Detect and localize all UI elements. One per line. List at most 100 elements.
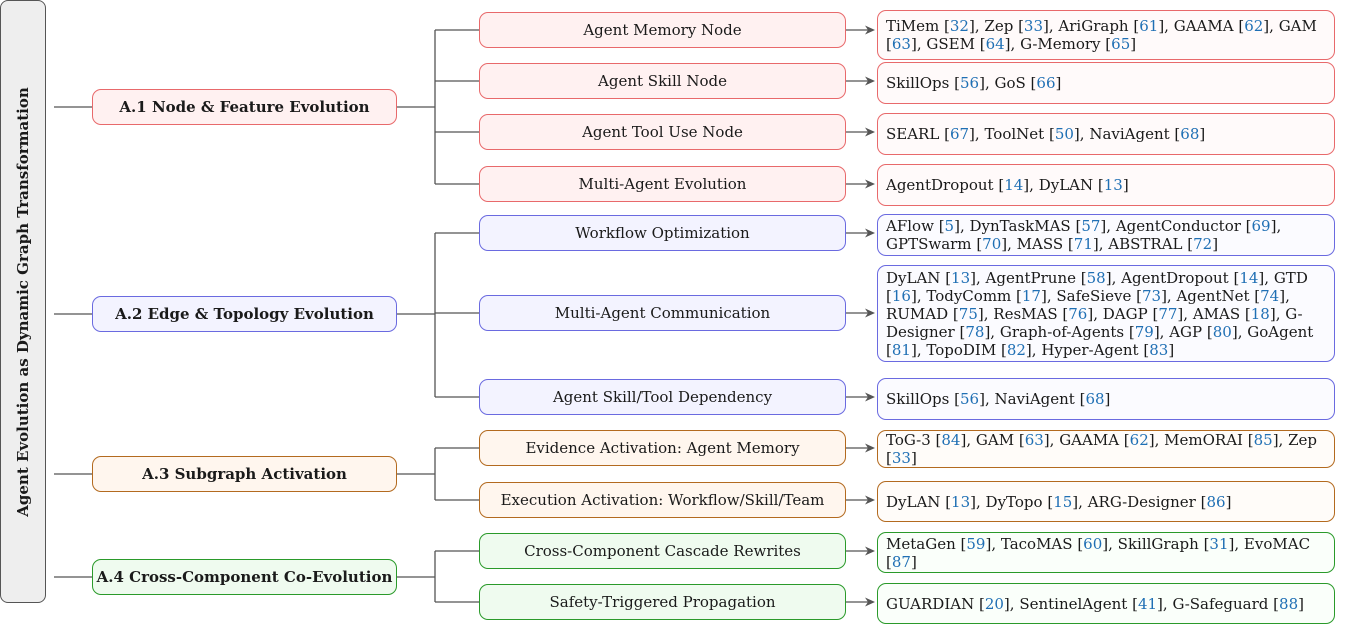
citation-link[interactable]: 32 bbox=[949, 17, 969, 35]
citation-link[interactable]: 15 bbox=[1053, 492, 1073, 511]
citation-link[interactable]: 62 bbox=[1129, 431, 1149, 449]
citation-link[interactable]: 56 bbox=[959, 74, 980, 92]
citation-link[interactable]: 70 bbox=[982, 235, 1002, 253]
reference-name: DynTaskMAS bbox=[969, 217, 1071, 235]
citation-link[interactable]: 5 bbox=[944, 217, 955, 235]
citation-link[interactable]: 20 bbox=[984, 594, 1004, 613]
citation-link[interactable]: 83 bbox=[1149, 340, 1169, 359]
subcategory-label: Evidence Activation: Agent Memory bbox=[525, 439, 800, 457]
citation-link[interactable]: 61 bbox=[1139, 17, 1159, 35]
reference-entry: TacoMAS [60], bbox=[1000, 534, 1118, 553]
category-label: A.1 Node & Feature Evolution bbox=[119, 98, 370, 116]
reference-name: AMAS bbox=[1192, 304, 1241, 323]
subcategory-node: Agent Tool Use Node bbox=[479, 114, 846, 150]
subcategory-node: Safety-Triggered Propagation bbox=[479, 584, 846, 620]
reference-entry: AgentNet [74], bbox=[1176, 286, 1290, 305]
arrow-head bbox=[865, 179, 875, 189]
reference-name: GAAMA bbox=[1059, 431, 1120, 449]
citation-link[interactable]: 56 bbox=[959, 390, 980, 408]
citation-link[interactable]: 16 bbox=[891, 286, 911, 305]
citation-link[interactable]: 78 bbox=[965, 322, 985, 341]
citation-link[interactable]: 73 bbox=[1141, 286, 1162, 305]
citation-link[interactable]: 13 bbox=[951, 492, 971, 511]
reference-name: SkillOps bbox=[886, 74, 950, 92]
reference-list-text: DyLAN [13], AgentPrune [58], AgentDropou… bbox=[886, 269, 1326, 359]
reference-name: NaviAgent bbox=[1089, 125, 1170, 143]
citation-link[interactable]: 13 bbox=[951, 268, 971, 287]
citation-link[interactable]: 65 bbox=[1111, 35, 1131, 53]
citation-link[interactable]: 41 bbox=[1137, 594, 1158, 613]
citation-link[interactable]: 72 bbox=[1193, 235, 1213, 253]
reference-entry: GAAMA [62], bbox=[1059, 431, 1165, 449]
citation-link[interactable]: 75 bbox=[958, 304, 978, 323]
citation-link[interactable]: 79 bbox=[1134, 322, 1154, 341]
citation-link[interactable]: 17 bbox=[1021, 286, 1041, 305]
reference-name: GSEM bbox=[926, 35, 975, 53]
citation-link[interactable]: 66 bbox=[1036, 74, 1056, 92]
citation-link[interactable]: 31 bbox=[1209, 534, 1229, 553]
reference-entry: TodyComm [17], bbox=[926, 286, 1057, 305]
reference-entry: AGP [80], bbox=[1169, 322, 1248, 341]
citation-link[interactable]: 76 bbox=[1068, 304, 1088, 323]
reference-list: TiMem [32], Zep [33], AriGraph [61], GAA… bbox=[877, 10, 1335, 60]
arrow-head bbox=[865, 25, 875, 35]
citation-link[interactable]: 59 bbox=[966, 534, 986, 553]
reference-name: SkillGraph bbox=[1117, 534, 1199, 553]
reference-list: AgentDropout [14], DyLAN [13] bbox=[877, 164, 1335, 206]
citation-link[interactable]: 81 bbox=[891, 340, 911, 359]
citation-link[interactable]: 33 bbox=[891, 449, 911, 467]
reference-list: GUARDIAN [20], SentinelAgent [41], G-Saf… bbox=[877, 583, 1335, 624]
reference-name: GAAMA bbox=[1173, 17, 1234, 35]
citation-link[interactable]: 13 bbox=[1103, 176, 1123, 194]
subcategory-node: Agent Skill/Tool Dependency bbox=[479, 379, 846, 415]
citation-link[interactable]: 68 bbox=[1085, 390, 1105, 408]
citation-link[interactable]: 80 bbox=[1212, 322, 1232, 341]
citation-link[interactable]: 84 bbox=[941, 431, 961, 449]
category-a2: A.2 Edge & Topology Evolution bbox=[92, 296, 397, 332]
citation-link[interactable]: 77 bbox=[1158, 304, 1178, 323]
citation-link[interactable]: 50 bbox=[1054, 125, 1074, 143]
category-a4: A.4 Cross-Component Co-Evolution bbox=[92, 559, 397, 595]
citation-link[interactable]: 67 bbox=[949, 125, 970, 143]
arrow-head bbox=[865, 546, 875, 556]
citation-link[interactable]: 63 bbox=[891, 35, 911, 53]
citation-link[interactable]: 85 bbox=[1253, 431, 1273, 449]
category-label: A.3 Subgraph Activation bbox=[142, 465, 347, 483]
reference-list: SEARL [67], ToolNet [50], NaviAgent [68] bbox=[877, 113, 1335, 155]
reference-entry: GAAMA [62], bbox=[1173, 17, 1279, 35]
citation-link[interactable]: 33 bbox=[1023, 17, 1044, 35]
citation-link[interactable]: 62 bbox=[1244, 17, 1264, 35]
reference-list-text: AFlow [5], DynTaskMAS [57], AgentConduct… bbox=[886, 217, 1326, 253]
reference-name: GoAgent bbox=[1247, 322, 1314, 341]
citation-link[interactable]: 57 bbox=[1081, 217, 1101, 235]
arrow-head bbox=[865, 597, 875, 607]
subcategory-label: Execution Activation: Workflow/Skill/Tea… bbox=[500, 491, 825, 509]
citation-link[interactable]: 82 bbox=[1006, 340, 1026, 359]
reference-list: MetaGen [59], TacoMAS [60], SkillGraph [… bbox=[877, 532, 1335, 573]
citation-link[interactable]: 74 bbox=[1260, 286, 1280, 305]
reference-name: ToG-3 bbox=[886, 431, 931, 449]
reference-entry: SkillOps [56], bbox=[886, 390, 995, 408]
citation-link[interactable]: 60 bbox=[1083, 534, 1103, 553]
reference-name: DyLAN bbox=[1038, 176, 1094, 194]
citation-link[interactable]: 71 bbox=[1073, 235, 1093, 253]
citation-link[interactable]: 69 bbox=[1251, 217, 1271, 235]
citation-link[interactable]: 68 bbox=[1180, 125, 1200, 143]
citation-link[interactable]: 14 bbox=[1239, 268, 1259, 287]
subcategory-label: Cross-Component Cascade Rewrites bbox=[524, 542, 801, 560]
citation-link[interactable]: 64 bbox=[985, 35, 1005, 53]
citation-link[interactable]: 58 bbox=[1086, 268, 1106, 287]
citation-link[interactable]: 87 bbox=[891, 552, 911, 571]
citation-link[interactable]: 63 bbox=[1024, 431, 1044, 449]
arrow-head bbox=[865, 392, 875, 402]
reference-entry: DyLAN [13] bbox=[1038, 176, 1129, 194]
reference-entry: RUMAD [75], bbox=[886, 304, 994, 323]
subcategory-node: Execution Activation: Workflow/Skill/Tea… bbox=[479, 482, 846, 518]
citation-link[interactable]: 86 bbox=[1206, 492, 1226, 511]
reference-name: Graph-of-Agents bbox=[999, 322, 1125, 341]
reference-entry: AMAS [18], bbox=[1192, 304, 1286, 323]
citation-link[interactable]: 88 bbox=[1279, 594, 1299, 613]
reference-list-text: DyLAN [13], DyTopo [15], ARG-Designer [8… bbox=[886, 493, 1326, 511]
citation-link[interactable]: 18 bbox=[1250, 304, 1270, 323]
citation-link[interactable]: 14 bbox=[1004, 176, 1024, 194]
